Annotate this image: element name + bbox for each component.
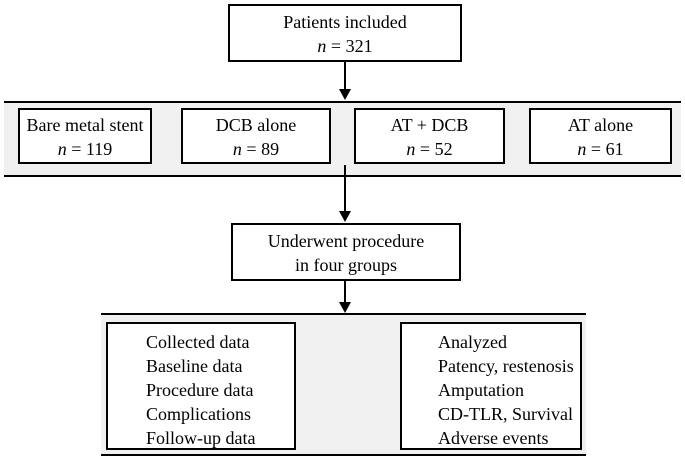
arrow-head-3 xyxy=(339,302,351,313)
collected-item: Complications xyxy=(146,404,251,424)
analyzed-item: Adverse events xyxy=(438,428,549,448)
group-label: Bare metal stent xyxy=(26,115,144,135)
group-count: n = 89 xyxy=(232,139,280,159)
group-count: n = 61 xyxy=(577,139,624,159)
analyzed-item: Analyzed xyxy=(438,332,507,352)
collected-item: Procedure data xyxy=(146,380,254,400)
group-label: AT + DCB xyxy=(390,115,469,135)
analyzed-item: Patency, restenosis xyxy=(438,356,574,376)
patients-included-box: Patients included n = 321 xyxy=(228,4,462,62)
arrow-head-1 xyxy=(339,89,351,100)
analyzed-box: Analyzed Patency, restenosis Amputation … xyxy=(400,322,582,450)
patients-included-label: Patients included xyxy=(283,12,407,32)
collected-item: Baseline data xyxy=(146,356,243,376)
procedure-box: Underwent procedure in four groups xyxy=(231,223,461,281)
collected-item: Follow-up data xyxy=(146,428,256,448)
group-label: DCB alone xyxy=(215,115,297,135)
collected-item: Collected data xyxy=(146,332,250,352)
group-box-at-alone: AT alone n = 61 xyxy=(529,108,672,164)
group-count: n = 52 xyxy=(406,139,453,159)
group-label: AT alone xyxy=(567,115,634,135)
arrow-line-3 xyxy=(344,281,346,303)
analyzed-item: Amputation xyxy=(438,380,524,400)
patients-included-count: n = 321 xyxy=(317,36,373,56)
analyzed-item: CD-TLR, Survival xyxy=(438,404,573,424)
collected-data-box: Collected data Baseline data Procedure d… xyxy=(106,322,296,450)
group-box-bare-metal-stent: Bare metal stent n = 119 xyxy=(18,108,152,164)
group-box-dcb-alone: DCB alone n = 89 xyxy=(181,108,331,164)
arrow-head-2 xyxy=(339,211,351,222)
procedure-line-2: in four groups xyxy=(295,255,397,275)
procedure-line-1: Underwent procedure xyxy=(267,231,425,251)
arrow-line-1 xyxy=(344,62,346,90)
arrow-line-2 xyxy=(344,165,346,212)
group-box-at-dcb: AT + DCB n = 52 xyxy=(354,108,505,164)
group-count: n = 119 xyxy=(57,139,113,159)
